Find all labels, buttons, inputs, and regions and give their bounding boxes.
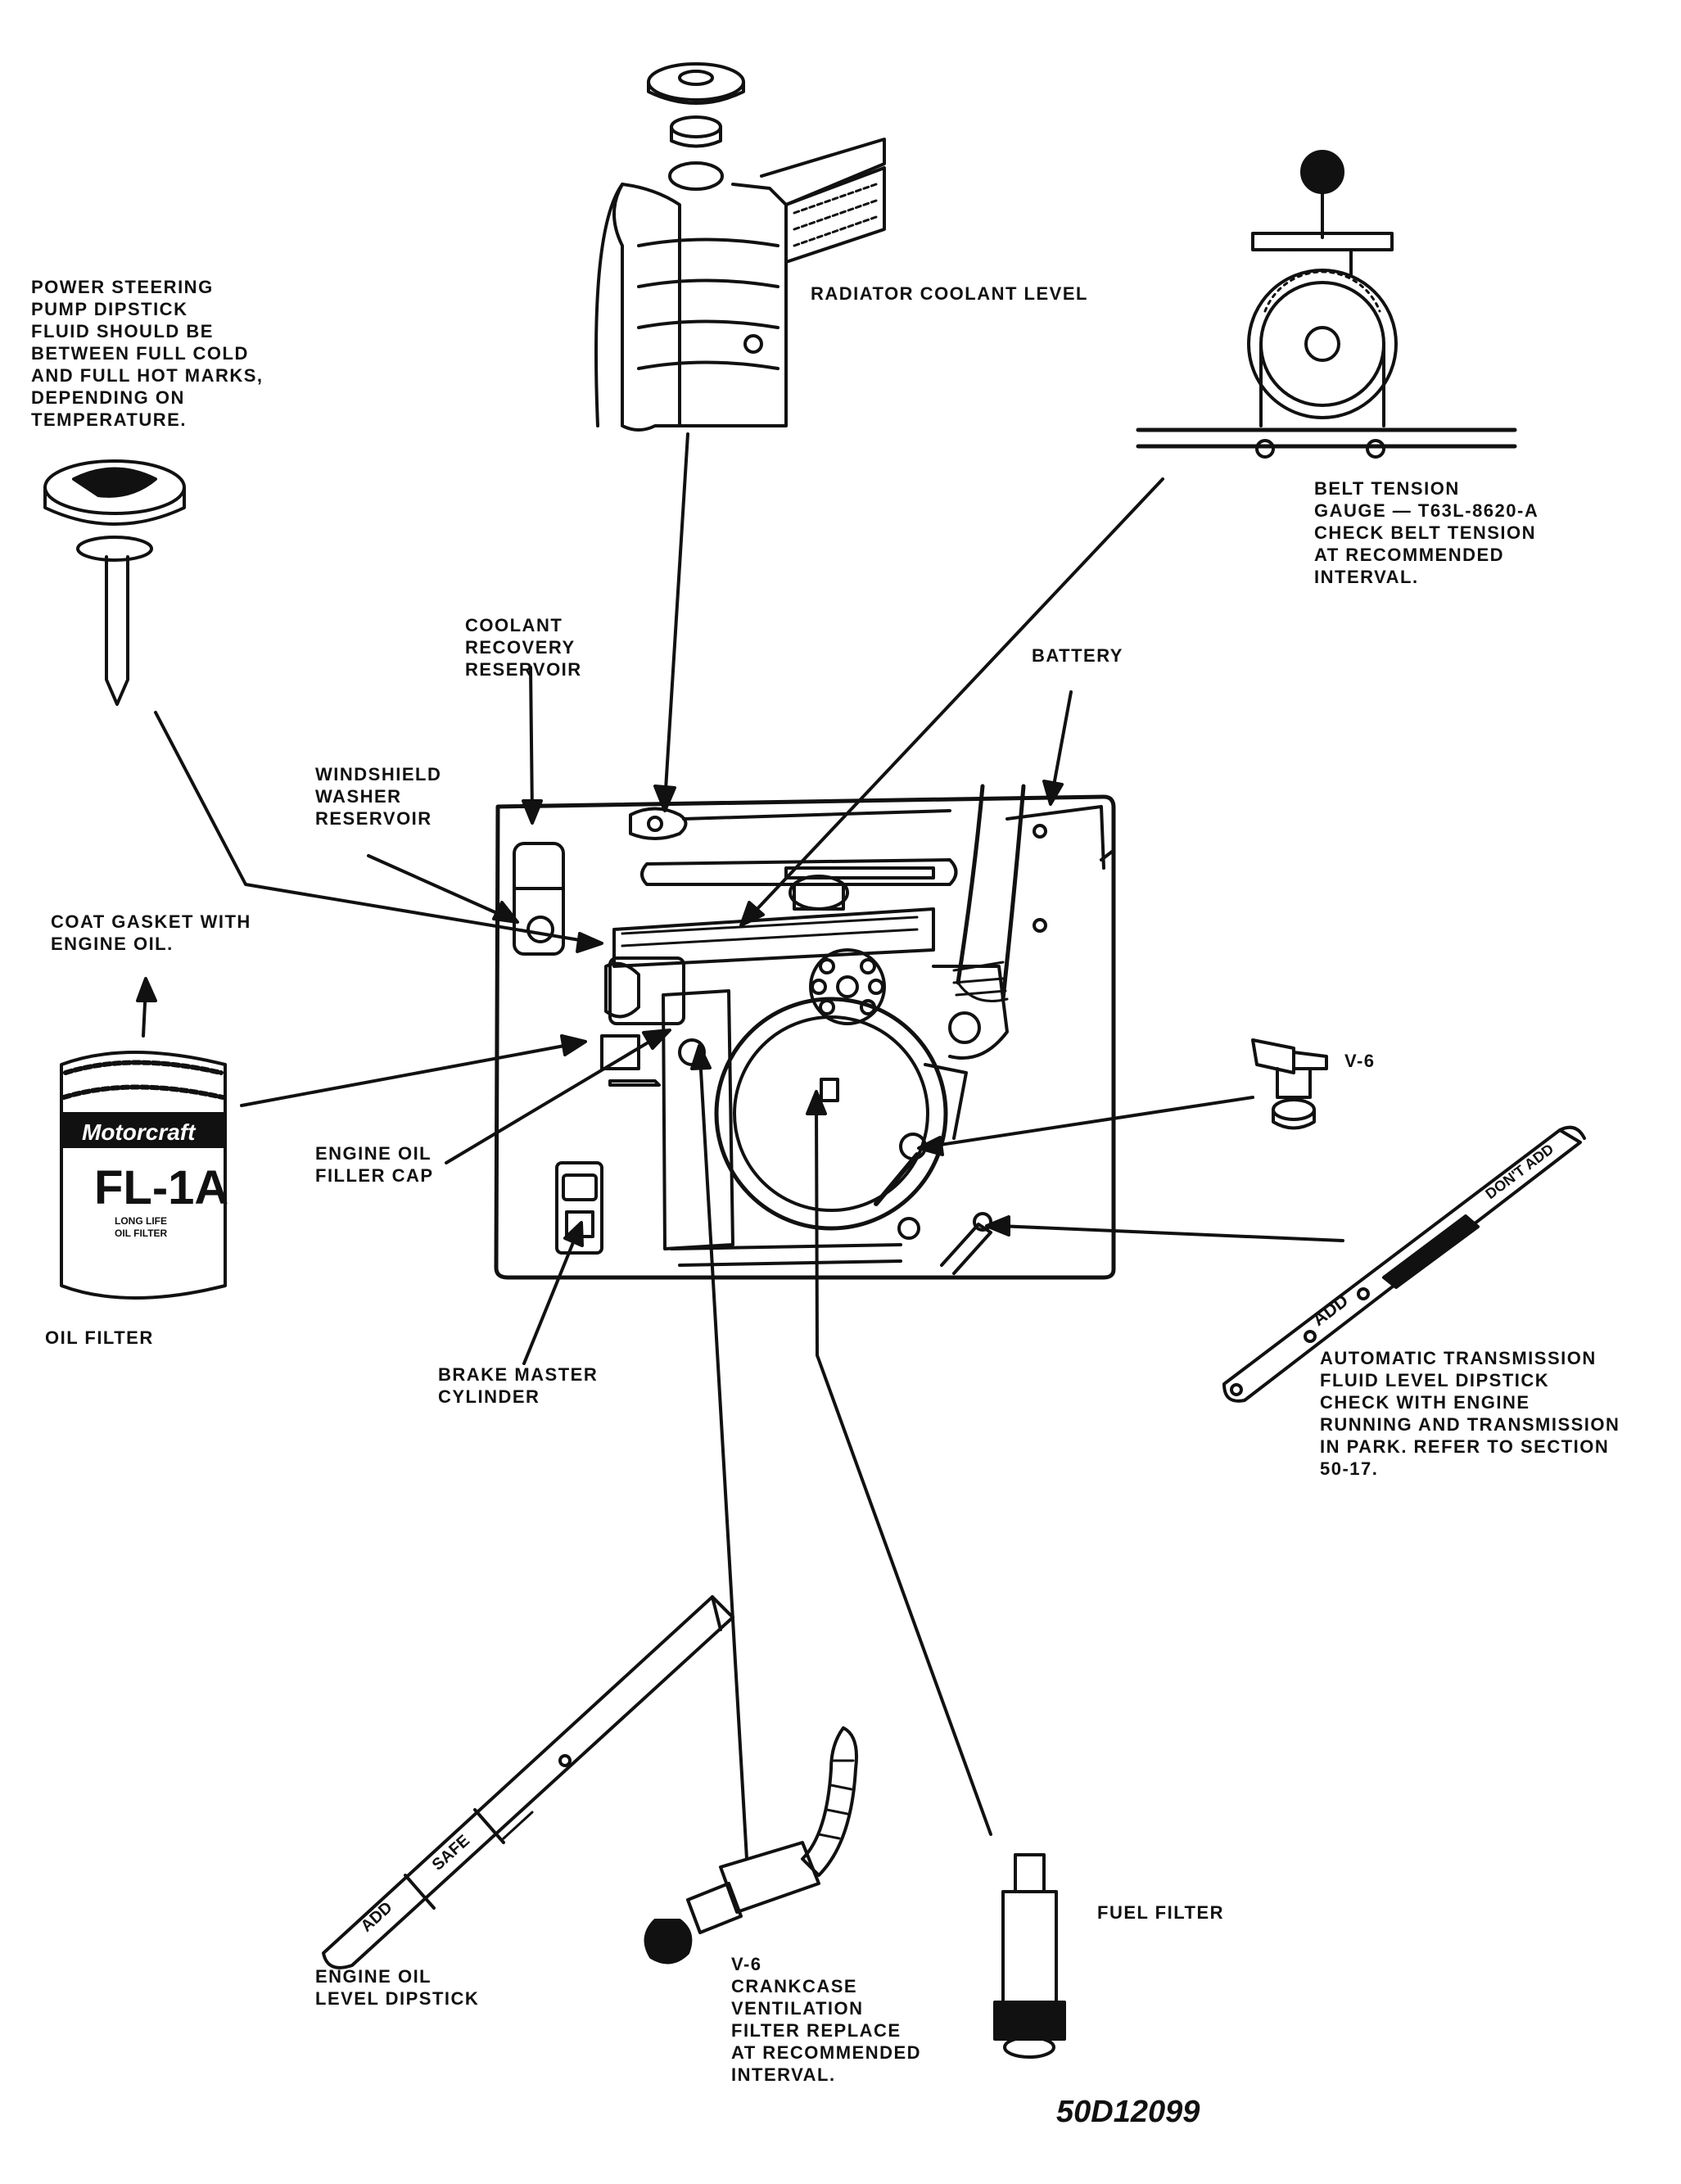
label-line: RADIATOR COOLANT LEVEL: [811, 283, 1088, 304]
label-line: FLUID LEVEL DIPSTICK: [1320, 1370, 1550, 1390]
label-windshield-washer: WINDSHIELD WASHER RESERVOIR: [315, 763, 441, 830]
label-line: DEPENDING ON: [31, 387, 185, 408]
label-line: RUNNING AND TRANSMISSION: [1320, 1414, 1620, 1435]
label-line: FILTER REPLACE: [731, 2020, 902, 2041]
power-steering-dipstick-illustration: [43, 459, 186, 706]
label-line: WINDSHIELD: [315, 764, 442, 785]
trans-dont-add-marking: DON'T ADD: [1482, 1141, 1557, 1202]
label-line: V-6: [1344, 1051, 1376, 1071]
label-line: AUTOMATIC TRANSMISSION: [1320, 1348, 1597, 1368]
arrow-brake-master: [522, 1231, 579, 1365]
label-line: IN PARK. REFER TO SECTION: [1320, 1436, 1610, 1457]
label-line: AT RECOMMENDED: [731, 2042, 922, 2063]
crankcase-filter-illustration: [644, 1726, 858, 1965]
pcv-valve-illustration: [1251, 1038, 1328, 1130]
label-line: INTERVAL.: [1314, 567, 1419, 587]
label-line: AND FULL HOT MARKS,: [31, 365, 264, 386]
label-belt-tension: BELT TENSION GAUGE — T63L-8620-A CHECK B…: [1314, 477, 1539, 588]
label-brake-master: BRAKE MASTER CYLINDER: [438, 1363, 598, 1408]
label-line: GAUGE — T63L-8620-A: [1314, 500, 1539, 521]
label-line: VENTILATION: [731, 1998, 864, 2019]
label-line: FILLER CAP: [315, 1165, 434, 1186]
label-line: POWER STEERING: [31, 277, 214, 297]
label-crankcase-filter: V-6 CRANKCASE VENTILATION FILTER REPLACE…: [731, 1953, 921, 2086]
label-radiator-coolant: RADIATOR COOLANT LEVEL: [811, 283, 1088, 305]
label-line: RECOVERY: [465, 637, 576, 658]
arrow-radiator: [663, 432, 689, 804]
engine-oil-dipstick-illustration: ADD SAFE: [322, 1595, 734, 1969]
label-line: LEVEL DIPSTICK: [315, 1988, 480, 2009]
label-oil-filter: OIL FILTER: [45, 1327, 154, 1349]
arrow-windshield: [367, 854, 508, 919]
arrow-oil-filter: [240, 1042, 575, 1107]
fuel-filter-illustration: [993, 1853, 1066, 2059]
oil-filter-sub-text-1: LONG LIFE: [115, 1215, 167, 1227]
label-line: ENGINE OIL: [315, 1966, 432, 1987]
label-line: CYLINDER: [438, 1386, 540, 1407]
label-line: RESERVOIR: [315, 808, 432, 829]
label-line: PUMP DIPSTICK: [31, 299, 188, 319]
label-battery: BATTERY: [1032, 644, 1123, 667]
label-coolant-recovery: COOLANT RECOVERY RESERVOIR: [465, 614, 582, 681]
label-line: BRAKE MASTER: [438, 1364, 599, 1385]
label-line: OIL FILTER: [45, 1327, 154, 1348]
label-line: BATTERY: [1032, 645, 1123, 666]
arrow-belt-tension: [752, 477, 1164, 915]
label-line: FLUID SHOULD BE: [31, 321, 214, 341]
arrow-transmission: [997, 1224, 1344, 1242]
engine-compartment: [494, 784, 1116, 1280]
label-v6-pcv: V-6: [1344, 1050, 1376, 1072]
oil-filter-model-text: FL-1A: [94, 1161, 228, 1214]
label-line: V-6: [731, 1954, 762, 1974]
oil-filter-sub-text-2: OIL FILTER: [115, 1228, 168, 1239]
label-engine-oil-filler: ENGINE OIL FILLER CAP: [315, 1142, 434, 1187]
label-power-steering: POWER STEERING PUMP DIPSTICK FLUID SHOUL…: [31, 276, 264, 431]
arrow-battery: [1051, 690, 1073, 796]
arrow-crankcase: [698, 1055, 748, 1861]
label-line: CRANKCASE: [731, 1976, 858, 1996]
label-line: BETWEEN FULL COLD: [31, 343, 249, 364]
label-line: AT RECOMMENDED: [1314, 545, 1505, 565]
label-line: CHECK BELT TENSION: [1314, 522, 1537, 543]
oil-filter-brand-text: Motorcraft: [82, 1119, 197, 1145]
label-line: BELT TENSION: [1314, 478, 1460, 499]
oil-filter-illustration: Motorcraft FL-1A LONG LIFE OIL FILTER: [60, 1051, 228, 1300]
arrow-oil-filler: [445, 1034, 661, 1164]
radiator-illustration: [594, 62, 886, 432]
label-fuel-filter: FUEL FILTER: [1097, 1901, 1224, 1924]
label-line: COOLANT: [465, 615, 563, 635]
label-line: ENGINE OIL: [315, 1143, 432, 1164]
label-line: 50-17.: [1320, 1458, 1379, 1479]
arrow-fuel-filter-upper: [815, 1100, 819, 1357]
arrow-pcv: [928, 1096, 1254, 1148]
label-line: TEMPERATURE.: [31, 409, 187, 430]
label-line: RESERVOIR: [465, 659, 582, 680]
label-transmission-dipstick: AUTOMATIC TRANSMISSION FLUID LEVEL DIPST…: [1320, 1347, 1620, 1480]
arrow-coolant-recovery: [529, 666, 534, 816]
label-line: INTERVAL.: [731, 2064, 836, 2085]
label-line: WASHER: [315, 786, 402, 807]
label-coat-gasket: COAT GASKET WITH ENGINE OIL.: [51, 911, 251, 955]
label-line: ENGINE OIL.: [51, 934, 174, 954]
arrow-fuel-filter-lower: [816, 1354, 992, 1836]
arrow-power-steering: [154, 711, 591, 943]
label-engine-oil-dipstick: ENGINE OIL LEVEL DIPSTICK: [315, 1965, 479, 2010]
figure-id: 50D12099: [1056, 2095, 1200, 2129]
label-line: FUEL FILTER: [1097, 1902, 1225, 1923]
label-line: COAT GASKET WITH: [51, 911, 251, 932]
belt-tension-gauge-illustration: [1136, 150, 1517, 459]
label-line: CHECK WITH ENGINE: [1320, 1392, 1530, 1413]
